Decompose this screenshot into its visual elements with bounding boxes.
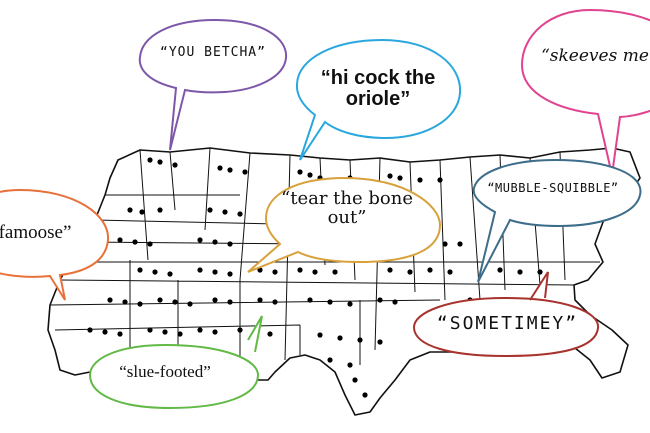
bubble-you-betcha [138,18,288,151]
map-dot [537,269,543,275]
map-dot [147,327,153,333]
map-dot [117,237,123,243]
map-dot [227,167,233,173]
map-dot [197,267,203,273]
map-dot [227,271,233,277]
map-dot [227,241,233,247]
bubble-famoose [0,188,110,301]
bubble-hi-cock-the-oriole [295,38,462,161]
map-dot [162,329,168,335]
map-dot [107,297,113,303]
map-dot [327,299,333,305]
map-dot [172,299,178,305]
map-dot [297,267,303,273]
map-dot [352,377,358,383]
map-dot [307,297,313,303]
map-dot [212,297,218,303]
map-dot [407,269,413,275]
map-dot [417,177,423,183]
map-dot [427,267,433,273]
map-dot [517,269,523,275]
map-dot [227,299,233,305]
map-dot [217,165,223,171]
map-dot [147,241,153,247]
map-dot [387,267,393,273]
map-dot [157,297,163,303]
bubble-text-famoose: famoose” [0,222,72,243]
bubble-skeeves-me [520,8,650,176]
map-dot [387,173,393,179]
bubble-text-mubble-squibble: “MUBBLE-SQUIBBLE” [487,181,619,195]
map-dot [437,177,443,183]
map-dot [237,327,243,333]
map-dot [392,299,398,305]
map-dot [447,269,453,275]
map-dot [347,301,353,307]
map-dot [257,297,263,303]
bubble-slue-footed [88,315,263,410]
map-dot [177,331,183,337]
map-dot [337,335,343,341]
map-dot [267,331,273,337]
map-dot [272,269,278,275]
map-dot [212,269,218,275]
map-dot [222,209,228,215]
map-dot [327,357,333,363]
map-dot [332,269,338,275]
map-dot [442,241,448,247]
map-dot [137,301,143,307]
map-dot [167,271,173,277]
bubble-text-skeeves-me: “skeeves me [541,46,649,66]
map-dot [157,207,163,213]
map-dots [87,157,563,398]
map-dot [212,239,218,245]
map-dot [312,269,318,275]
bubble-text-slue-footed: “slue-footed” [119,362,211,381]
map-dot [347,362,353,368]
bubble-text-tear-the-bone-out: “tear the bone out” [281,188,413,228]
map-dot [377,297,383,303]
map-dot [117,331,123,337]
map-dot [137,267,143,273]
map-dot [212,329,218,335]
bubble-text-you-betcha: “YOU BETCHA” [160,45,266,60]
bubble-mubble-squibble [472,158,642,283]
map-dot [297,169,303,175]
map-dot [139,209,145,215]
map-dot [102,329,108,335]
map-dot [242,169,248,175]
map-dot [237,211,243,217]
bubble-text-hi-cock-the-oriole: “hi cock the oriole” [320,67,436,110]
map-dot [152,269,158,275]
speech-bubbles [0,8,650,410]
map-dot [362,392,368,398]
map-dot [317,332,323,338]
map-dot [122,299,128,305]
map-dot [357,337,363,343]
map-dot [377,339,383,345]
bubble-tear-the-bone-out [247,176,442,273]
map-dot [272,299,278,305]
bubble-sometimey [412,271,600,358]
map-dot [87,327,93,333]
map-dot [457,241,463,247]
bubble-text-sometimey: “SOMETIMEY” [436,313,579,334]
map-dot [132,239,138,245]
map-dot [497,267,503,273]
map-dot [172,162,178,168]
map-dot [207,207,213,213]
map-dot [127,207,133,213]
map-dot [187,301,193,307]
map-dot [147,157,153,163]
map-dot [397,175,403,181]
map-dot [157,159,163,165]
map-dot [307,172,313,178]
map-dot [197,237,203,243]
map-dot [197,327,203,333]
